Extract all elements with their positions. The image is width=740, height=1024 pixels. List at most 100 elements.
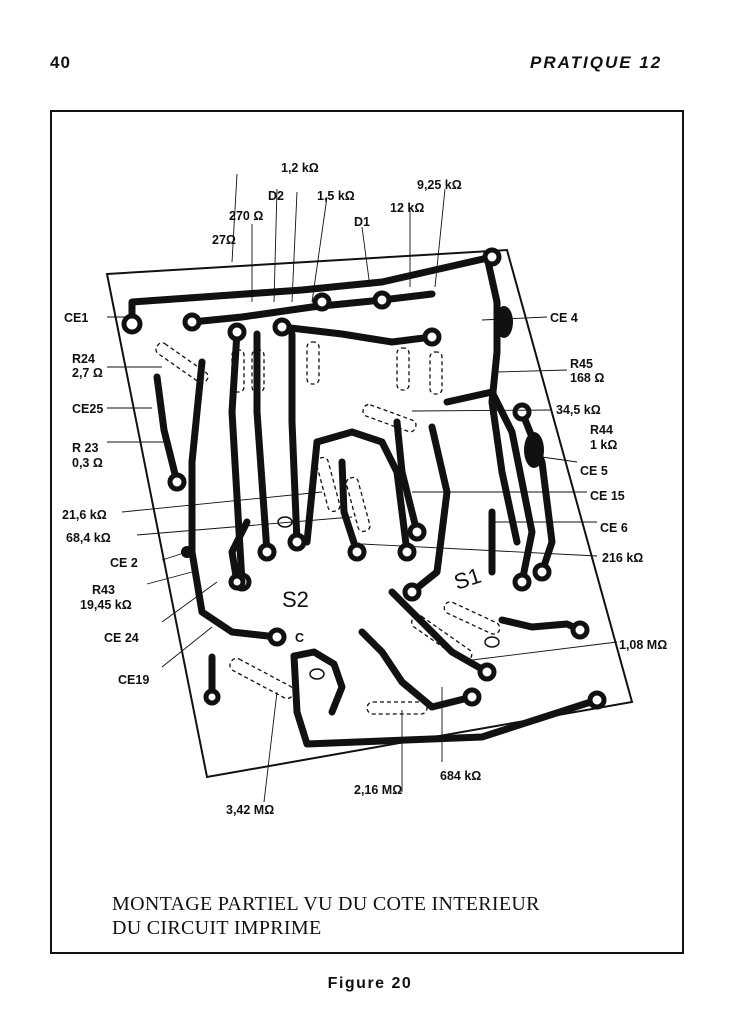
label-1-5-kohm: 1,5 kΩ	[317, 189, 355, 203]
mounting-hole	[484, 636, 500, 648]
resistor	[231, 349, 245, 393]
trace	[393, 418, 421, 536]
trace	[443, 388, 536, 586]
label-ce2: CE 2	[110, 556, 138, 570]
trace	[278, 323, 436, 346]
label-s1: S1	[451, 563, 484, 595]
trace	[313, 428, 411, 556]
label-d1: D1	[354, 215, 370, 229]
trace	[388, 588, 491, 676]
solder-pad	[228, 573, 246, 591]
label-r44: R44	[590, 423, 613, 437]
label-c: C	[295, 631, 304, 645]
label-216-kohm: 216 kΩ	[602, 551, 643, 565]
resistor	[443, 601, 501, 635]
label-684-kohm: 684 kΩ	[440, 769, 481, 783]
trace	[483, 253, 521, 546]
label-1-08-mohm: 1,08 MΩ	[619, 638, 667, 652]
label-9-25-kohm: 9,25 kΩ	[417, 178, 462, 192]
page-number: 40	[50, 53, 71, 72]
trace	[288, 330, 301, 546]
solder-pad	[570, 620, 590, 640]
label-0-3-ohm: 0,3 Ω	[72, 456, 103, 470]
solder-pad	[477, 662, 497, 682]
resistor	[315, 456, 341, 513]
solder-pad	[532, 562, 552, 582]
resistor	[345, 476, 371, 533]
trace	[253, 330, 271, 556]
resistor	[396, 347, 410, 391]
trace	[358, 628, 476, 711]
label-ce25: CE25	[72, 402, 103, 416]
label-2-7-ohm: 2,7 Ω	[72, 366, 103, 380]
label-r23: R 23	[72, 441, 98, 455]
resistor	[411, 614, 473, 663]
figure-frame: 1,2 kΩ D2 1,5 kΩ 270 Ω 27Ω D1 9,25 kΩ 12…	[50, 110, 684, 954]
label-1-kohm: 1 kΩ	[590, 438, 617, 452]
label-19-45-kohm: 19,45 kΩ	[80, 598, 132, 612]
caption-line-2: DU CIRCUIT IMPRIME	[112, 917, 322, 939]
caption-line-1: MONTAGE PARTIEL VU DU COTE INTERIEUR	[112, 893, 540, 915]
solder-pad	[272, 317, 292, 337]
label-270-ohm: 270 Ω	[229, 209, 263, 223]
solder-pad	[587, 690, 607, 710]
resistor	[306, 341, 320, 385]
resistor	[155, 342, 209, 384]
label-d2: D2	[268, 189, 284, 203]
running-head: PRATIQUE 12	[530, 53, 663, 72]
label-168-ohm: 168 Ω	[570, 371, 604, 385]
solder-pad	[182, 312, 202, 332]
solder-pad	[267, 627, 287, 647]
solder-pad	[482, 247, 502, 267]
label-r43: R43	[92, 583, 115, 597]
solder-pad	[397, 542, 417, 562]
trace	[408, 423, 451, 596]
solder-pad	[422, 327, 442, 347]
capacitor-ce4	[495, 306, 513, 338]
label-ce19: CE19	[118, 673, 149, 687]
circuit-board-diagram: 1,2 kΩ D2 1,5 kΩ 270 Ω 27Ω D1 9,25 kΩ 12…	[62, 161, 667, 817]
label-ce24: CE 24	[104, 631, 139, 645]
trace	[153, 373, 181, 486]
figure-label: Figure 20	[327, 975, 413, 992]
solder-pad	[407, 522, 427, 542]
resistor	[366, 701, 428, 715]
solder-pad	[372, 290, 392, 310]
label-68-4-kohm: 68,4 kΩ	[66, 531, 111, 545]
label-27-ohm: 27Ω	[212, 233, 236, 247]
label-21-6-kohm: 21,6 kΩ	[62, 508, 107, 522]
solder-pad	[512, 402, 532, 422]
solder-pad	[512, 572, 532, 592]
solder-pad	[287, 532, 307, 552]
solder-pad	[121, 313, 143, 335]
trace	[188, 290, 436, 326]
label-3-42-mohm: 3,42 MΩ	[226, 803, 274, 817]
label-r24: R24	[72, 352, 95, 366]
trace	[228, 328, 246, 586]
trace	[303, 438, 321, 546]
label-2-16-mohm: 2,16 MΩ	[354, 783, 402, 797]
resistor	[362, 403, 417, 433]
label-34-5-kohm: 34,5 kΩ	[556, 403, 601, 417]
trace	[188, 358, 281, 641]
label-ce4: CE 4	[550, 311, 578, 325]
label-1-2-kohm: 1,2 kΩ	[281, 161, 319, 175]
solder-pad	[402, 582, 422, 602]
solder-pad	[203, 688, 221, 706]
solder-pad	[347, 542, 367, 562]
label-12-kohm: 12 kΩ	[390, 201, 424, 215]
label-ce5: CE 5	[580, 464, 608, 478]
trace	[338, 458, 361, 556]
trace	[290, 648, 346, 716]
resistor	[229, 657, 295, 700]
label-r45: R45	[570, 357, 593, 371]
label-ce15: CE 15	[590, 489, 625, 503]
label-ce6: CE 6	[600, 521, 628, 535]
trace	[290, 652, 601, 748]
trace	[128, 253, 496, 328]
resistor	[429, 351, 443, 395]
solder-pad	[462, 687, 482, 707]
mounting-hole	[309, 668, 325, 680]
label-s2: S2	[282, 587, 309, 612]
trace	[498, 616, 584, 634]
